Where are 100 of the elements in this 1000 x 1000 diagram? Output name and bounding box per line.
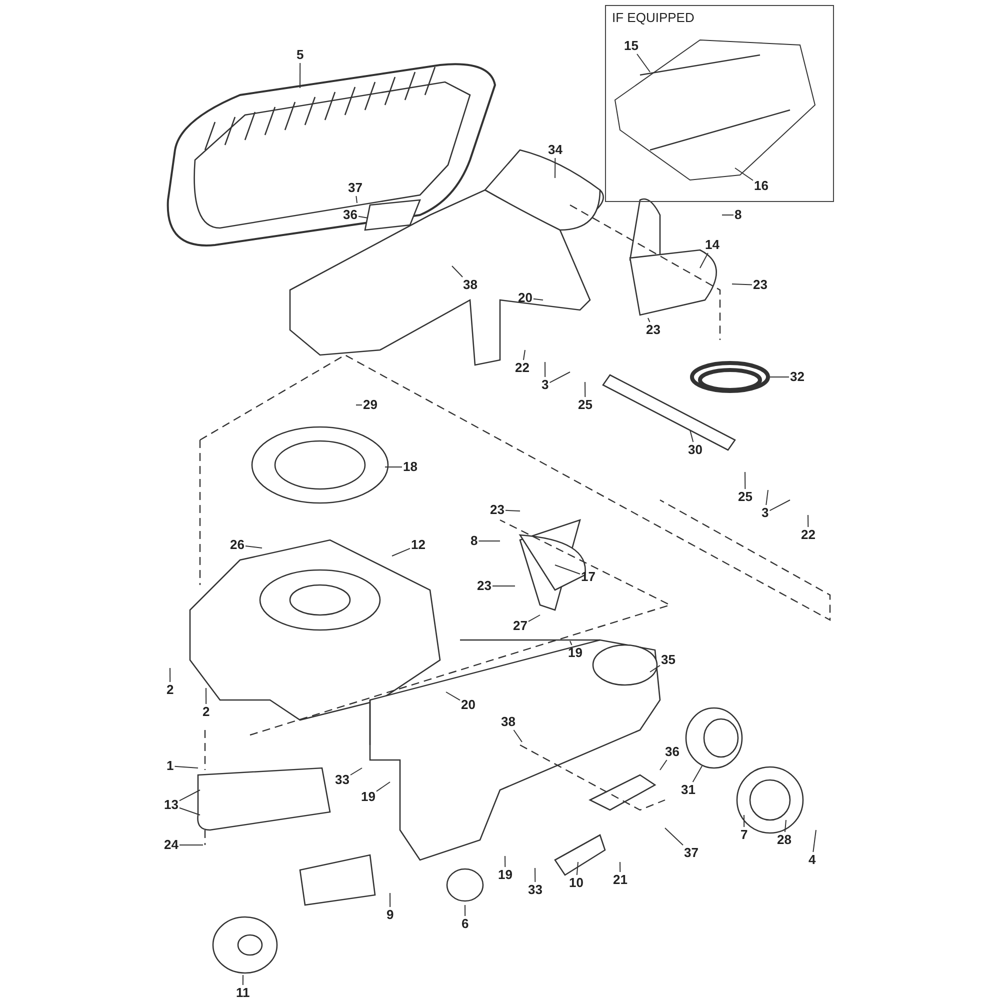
callout-number: 35 bbox=[661, 653, 676, 667]
leader-line bbox=[244, 546, 262, 548]
leader-line bbox=[478, 540, 500, 542]
callout-number: 27 bbox=[513, 619, 528, 633]
callout-number: 32 bbox=[790, 370, 804, 384]
leader-line bbox=[170, 668, 171, 682]
callout-number: 20 bbox=[461, 698, 476, 712]
leader-line bbox=[178, 790, 200, 816]
callout-number: 6 bbox=[462, 917, 469, 931]
callout-number: 38 bbox=[501, 715, 516, 729]
inset-panel bbox=[605, 5, 834, 202]
leader-line bbox=[532, 298, 544, 300]
callout-number: 30 bbox=[688, 443, 702, 457]
leader-line bbox=[464, 904, 466, 916]
callout-number: 12 bbox=[411, 538, 426, 552]
callout-number: 11 bbox=[236, 986, 250, 1000]
leader-line bbox=[174, 766, 198, 768]
leader-line bbox=[700, 252, 708, 268]
callout-number: 23 bbox=[753, 278, 768, 292]
callout-number: 19 bbox=[361, 790, 376, 804]
callout-number: 23 bbox=[477, 579, 492, 593]
callout-number: 22 bbox=[515, 361, 530, 375]
leader-line bbox=[504, 510, 520, 512]
callout-number: 21 bbox=[613, 873, 628, 887]
leader-line bbox=[570, 640, 572, 646]
leader-line bbox=[376, 782, 390, 792]
callout-number: 36 bbox=[665, 745, 680, 759]
leader-line bbox=[384, 466, 402, 468]
leader-line bbox=[534, 868, 536, 882]
callout-number: 4 bbox=[808, 853, 816, 867]
leader-line bbox=[732, 284, 752, 286]
leader-line bbox=[554, 564, 580, 575]
callout-number: 23 bbox=[646, 323, 660, 337]
leader-line bbox=[734, 168, 754, 181]
inset-heading: IF EQUIPPED bbox=[612, 10, 694, 25]
callout-number: 26 bbox=[230, 538, 244, 552]
callout-number: 18 bbox=[403, 460, 418, 474]
leader-line bbox=[390, 892, 391, 908]
callout-number: 23 bbox=[490, 503, 504, 517]
callout-number: 38 bbox=[463, 278, 478, 292]
callout-number: 8 bbox=[734, 208, 742, 222]
callout-number: 3 bbox=[542, 378, 549, 392]
leader-line bbox=[766, 490, 790, 512]
leader-line bbox=[544, 362, 570, 384]
leader-line bbox=[528, 614, 540, 622]
callout-number: 16 bbox=[754, 179, 768, 193]
leader-line bbox=[242, 974, 244, 986]
leader-line bbox=[358, 216, 368, 218]
callout-number: 5 bbox=[296, 48, 304, 62]
callout-number: 8 bbox=[470, 534, 478, 548]
callout-number: 25 bbox=[578, 398, 592, 412]
leader-line bbox=[650, 664, 660, 672]
callout-number: 28 bbox=[777, 833, 792, 847]
leader-line bbox=[392, 548, 410, 556]
leader-line bbox=[692, 766, 702, 782]
leader-line bbox=[660, 760, 668, 770]
callout-number: 10 bbox=[569, 876, 584, 890]
leader-line bbox=[808, 514, 809, 528]
leader-line bbox=[513, 730, 522, 742]
callout-number: 14 bbox=[705, 238, 720, 252]
callout-number: 20 bbox=[518, 291, 532, 305]
leader-line bbox=[356, 404, 362, 406]
callout-number: 3 bbox=[762, 506, 769, 520]
leader-line bbox=[522, 350, 526, 360]
callout-number: 7 bbox=[740, 828, 748, 842]
leader-line bbox=[812, 830, 816, 852]
leader-line bbox=[648, 318, 650, 322]
callout-number: 24 bbox=[164, 838, 178, 852]
leader-line bbox=[446, 692, 460, 701]
leader-line bbox=[178, 844, 204, 846]
callout-number: 13 bbox=[164, 798, 178, 812]
callout-number: 33 bbox=[528, 883, 542, 897]
leader-line bbox=[690, 430, 694, 442]
leader-line bbox=[784, 820, 786, 832]
leader-line bbox=[722, 214, 734, 216]
callout-number: 1 bbox=[166, 759, 174, 773]
leader-line bbox=[770, 376, 790, 378]
leader-line bbox=[744, 814, 745, 828]
leader-line bbox=[350, 768, 362, 776]
leader-line bbox=[620, 862, 621, 872]
callout-number: 2 bbox=[202, 705, 210, 719]
leader-line bbox=[744, 472, 746, 490]
leader-line bbox=[300, 62, 301, 88]
callout-number: 2 bbox=[166, 683, 174, 697]
callout-number: 9 bbox=[386, 908, 394, 922]
leader-line bbox=[636, 54, 650, 72]
callout-number: 31 bbox=[681, 783, 696, 797]
callout-number: 25 bbox=[738, 490, 752, 504]
leader-line bbox=[206, 688, 207, 704]
leader-line bbox=[554, 158, 556, 178]
callout-number: 19 bbox=[498, 868, 512, 882]
callout-number: 37 bbox=[684, 846, 698, 860]
callout-number: 19 bbox=[568, 646, 582, 660]
leader-line bbox=[664, 828, 684, 846]
callout-number: 37 bbox=[348, 181, 362, 195]
leader-line bbox=[584, 382, 586, 398]
callout-number: 17 bbox=[581, 570, 596, 584]
callout-number: 15 bbox=[624, 39, 638, 53]
callout-number: 33 bbox=[335, 773, 350, 787]
leader-line bbox=[576, 862, 578, 876]
